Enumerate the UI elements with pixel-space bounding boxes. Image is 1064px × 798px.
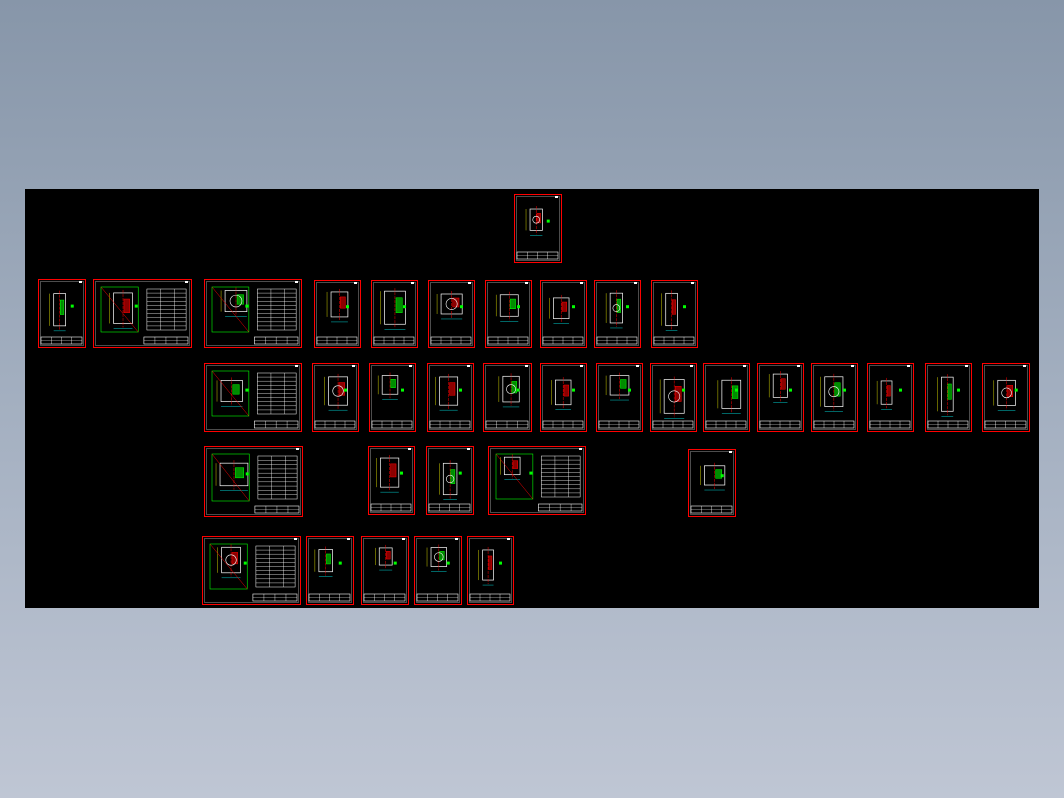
drawing-sheet[interactable] [485, 280, 532, 348]
drawing-sheet[interactable] [314, 280, 361, 348]
drawing-sheet[interactable] [488, 446, 586, 515]
drawing-sheet[interactable] [38, 279, 86, 348]
drawing-sheet[interactable] [312, 363, 359, 432]
drawing-sheet[interactable] [371, 280, 418, 348]
drawing-sheet[interactable] [204, 363, 302, 432]
drawing-sheet[interactable] [427, 363, 474, 432]
drawing-sheet[interactable] [867, 363, 914, 432]
drawing-sheet[interactable] [93, 279, 192, 348]
drawing-sheet[interactable] [514, 194, 562, 263]
drawing-sheet[interactable] [306, 536, 354, 605]
drawing-sheet[interactable] [596, 363, 643, 432]
drawing-sheet[interactable] [428, 280, 475, 348]
drawing-sheet[interactable] [361, 536, 409, 605]
drawing-sheet[interactable] [651, 280, 698, 348]
drawing-canvas[interactable] [25, 189, 1039, 608]
drawing-sheet[interactable] [688, 449, 736, 517]
drawing-sheet[interactable] [204, 279, 302, 348]
drawing-sheet[interactable] [540, 363, 587, 432]
drawing-sheet[interactable] [811, 363, 858, 432]
drawing-sheet[interactable] [368, 446, 415, 515]
drawing-sheet[interactable] [204, 446, 303, 517]
drawing-sheet[interactable] [925, 363, 972, 432]
sheet-layout [38, 194, 1030, 605]
drawing-sheet[interactable] [467, 536, 514, 605]
drawing-sheet[interactable] [540, 280, 587, 348]
drawing-sheet[interactable] [202, 536, 301, 605]
drawing-sheet[interactable] [703, 363, 750, 432]
drawing-sheet[interactable] [414, 536, 462, 605]
drawing-sheet[interactable] [483, 363, 532, 432]
drawing-sheet[interactable] [982, 363, 1030, 432]
drawing-sheet[interactable] [426, 446, 474, 515]
drawing-sheet[interactable] [650, 363, 697, 432]
drawing-sheet[interactable] [369, 363, 416, 432]
drawing-sheet[interactable] [594, 280, 641, 348]
drawing-sheet[interactable] [757, 363, 804, 432]
